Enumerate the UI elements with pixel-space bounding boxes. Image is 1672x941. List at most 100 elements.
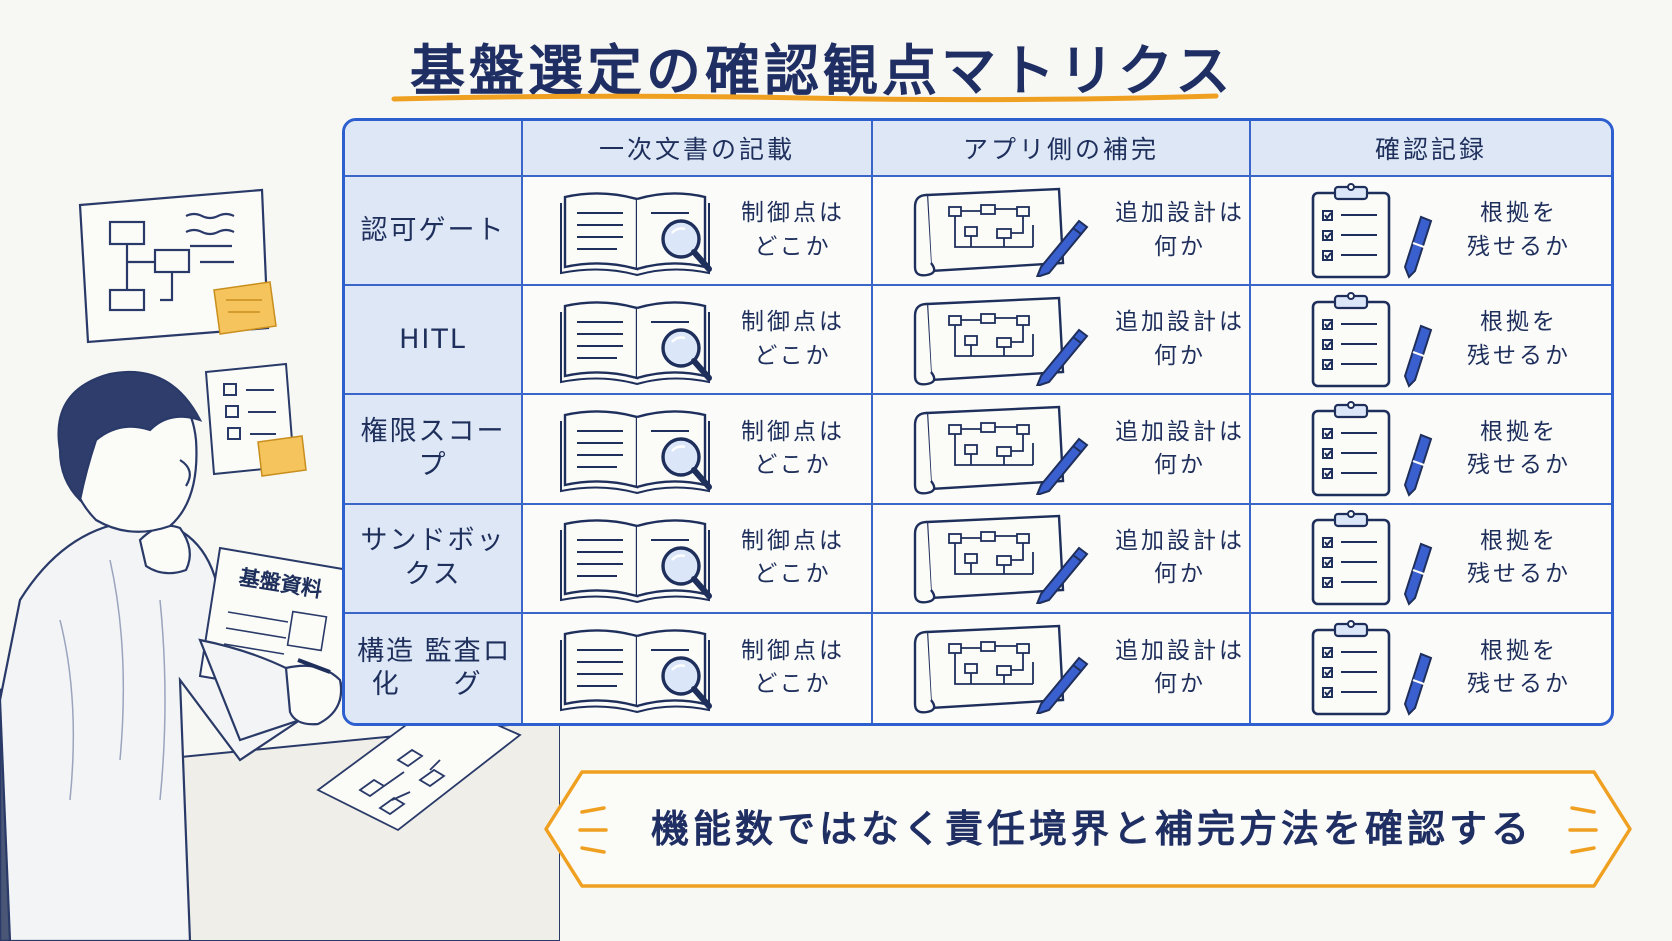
cell-text-line: どこか [754, 451, 832, 478]
cell-text-line: 追加設計は [1115, 200, 1245, 227]
cell-text: 制御点はどこか [741, 635, 845, 702]
cell-text-line: 制御点は [741, 418, 845, 445]
clipboard-checklist-pen-icon [1311, 620, 1433, 717]
cell-text-line: 何か [1154, 233, 1206, 260]
cell-text: 制御点はどこか [741, 306, 845, 373]
cell-text: 制御点はどこか [741, 197, 845, 264]
clipboard-checklist-pen-icon [1311, 291, 1433, 388]
cell-text: 制御点はどこか [741, 525, 845, 592]
open-book-magnifier-icon [560, 301, 712, 385]
open-book-magnifier-icon [560, 519, 712, 604]
person-illustration: 基盤資料 [0, 188, 560, 941]
blueprint-scroll-pencil-icon [913, 296, 1089, 386]
header-corner [345, 121, 523, 177]
blueprint-scroll-pencil-icon [913, 625, 1089, 715]
title-area: 基盤選定の確認観点マトリクス [390, 18, 1270, 108]
cell-text: 追加設計は何か [1115, 635, 1245, 702]
cell-text-line: 追加設計は [1115, 638, 1245, 665]
open-book-magnifier-icon [560, 410, 712, 495]
cell-text-line: どこか [754, 561, 832, 588]
record-cell: 根拠を残せるか [1251, 505, 1611, 614]
primary-doc-cell: 制御点はどこか [523, 613, 873, 723]
app-supplement-cell: 追加設計は何か [873, 177, 1251, 287]
row-label-line: 構造化 [357, 635, 416, 701]
column-header: アプリ側の補完 [873, 121, 1251, 177]
cell-text-line: 追加設計は [1115, 418, 1245, 445]
cell-text-line: 制御点は [741, 638, 845, 665]
clipboard-checklist-pen-icon [1311, 182, 1433, 279]
cell-text-line: 根拠を [1480, 200, 1558, 227]
app-supplement-cell: 追加設計は何か [873, 504, 1251, 614]
cell-text-line: 根拠を [1480, 309, 1558, 336]
cell-text: 追加設計は何か [1115, 525, 1245, 592]
cell-text: 制御点はどこか [741, 416, 845, 483]
cell-text: 追加設計は何か [1115, 306, 1245, 373]
cell-text-line: 残せるか [1467, 561, 1571, 588]
record-cell: 根拠を残せるか [1251, 177, 1611, 287]
desk [149, 718, 560, 941]
cell-text-line: 残せるか [1467, 342, 1571, 369]
title-underline [391, 93, 1219, 103]
cell-text-line: 根拠を [1480, 638, 1558, 665]
app-supplement-cell: 追加設計は何か [873, 613, 1251, 723]
cell-text-line: 何か [1154, 451, 1206, 478]
blueprint-scroll-pencil-icon [913, 514, 1089, 605]
desk-flowchart-paper [316, 698, 522, 832]
record-cell: 根拠を残せるか [1251, 614, 1611, 723]
cell-text-line: 根拠を [1480, 418, 1558, 445]
cell-text-line: どこか [754, 671, 832, 698]
cell-text-line: 制御点は [741, 527, 845, 554]
record-cell: 根拠を残せるか [1251, 395, 1611, 505]
cell-text: 追加設計は何か [1115, 197, 1245, 264]
cell-text: 根拠を残せるか [1467, 197, 1571, 264]
cell-text-line: 追加設計は [1115, 527, 1245, 554]
row-label: 構造化監査ログ [345, 613, 523, 723]
blueprint-scroll-pencil-icon [913, 187, 1089, 277]
column-header: 一次文書の記載 [523, 121, 873, 177]
row-label: 権限スコープ [345, 395, 523, 505]
banner-frame [544, 770, 1632, 888]
cell-text-line: 残せるか [1467, 233, 1571, 260]
cell-text-line: 制御点は [741, 309, 845, 336]
row-label: サンドボックス [345, 504, 523, 614]
cell-text-line: 何か [1154, 561, 1206, 588]
cell-text-line: 制御点は [741, 200, 845, 227]
row-label: HITL [345, 286, 523, 396]
person-head [57, 370, 203, 533]
row-label: 認可ゲート [345, 177, 523, 287]
clipboard-checklist-pen-icon [1311, 510, 1433, 606]
matrix-grid: 一次文書の記載アプリ側の補完確認記録認可ゲート制御点はどこか追加設計は何か根拠を… [345, 121, 1611, 723]
column-header: 確認記録 [1251, 121, 1611, 177]
banner-text: 機能数ではなく責任境界と補完方法を確認する [650, 807, 1533, 851]
sticky-note-1 [213, 281, 277, 335]
chin-hand [138, 524, 191, 575]
sticky-note-2 [257, 435, 307, 477]
open-book-magnifier-icon [560, 629, 712, 714]
primary-doc-cell: 制御点はどこか [523, 504, 873, 614]
writing-hand [198, 638, 343, 742]
cell-text-line: 何か [1154, 671, 1206, 698]
cell-text-line: 何か [1154, 342, 1206, 369]
cell-text: 根拠を残せるか [1467, 306, 1571, 373]
cell-text-line: どこか [754, 342, 832, 369]
row-label-line: 監査ログ [424, 635, 512, 701]
primary-doc-cell: 制御点はどこか [523, 395, 873, 505]
cell-text-line: 追加設計は [1115, 309, 1245, 336]
cell-text: 根拠を残せるか [1467, 635, 1571, 702]
page-title: 基盤選定の確認観点マトリクス [410, 39, 1235, 103]
open-book-magnifier-icon [560, 191, 712, 276]
confirmation-matrix: 一次文書の記載アプリ側の補完確認記録認可ゲート制御点はどこか追加設計は何か根拠を… [342, 118, 1614, 726]
cell-text: 根拠を残せるか [1467, 416, 1571, 483]
cell-text-line: 根拠を [1480, 527, 1558, 554]
app-supplement-cell: 追加設計は何か [873, 286, 1251, 396]
cell-text-line: 残せるか [1467, 451, 1571, 478]
conclusion-banner: 機能数ではなく責任境界と補完方法を確認する [542, 768, 1634, 890]
app-supplement-cell: 追加設計は何か [873, 395, 1251, 505]
primary-doc-cell: 制御点はどこか [523, 177, 873, 287]
cell-text: 根拠を残せるか [1467, 525, 1571, 592]
cell-text: 追加設計は何か [1115, 416, 1245, 483]
clipboard-checklist-pen-icon [1311, 400, 1433, 497]
primary-doc-cell: 制御点はどこか [523, 286, 873, 396]
record-cell: 根拠を残せるか [1251, 286, 1611, 396]
cell-text-line: どこか [754, 233, 832, 260]
